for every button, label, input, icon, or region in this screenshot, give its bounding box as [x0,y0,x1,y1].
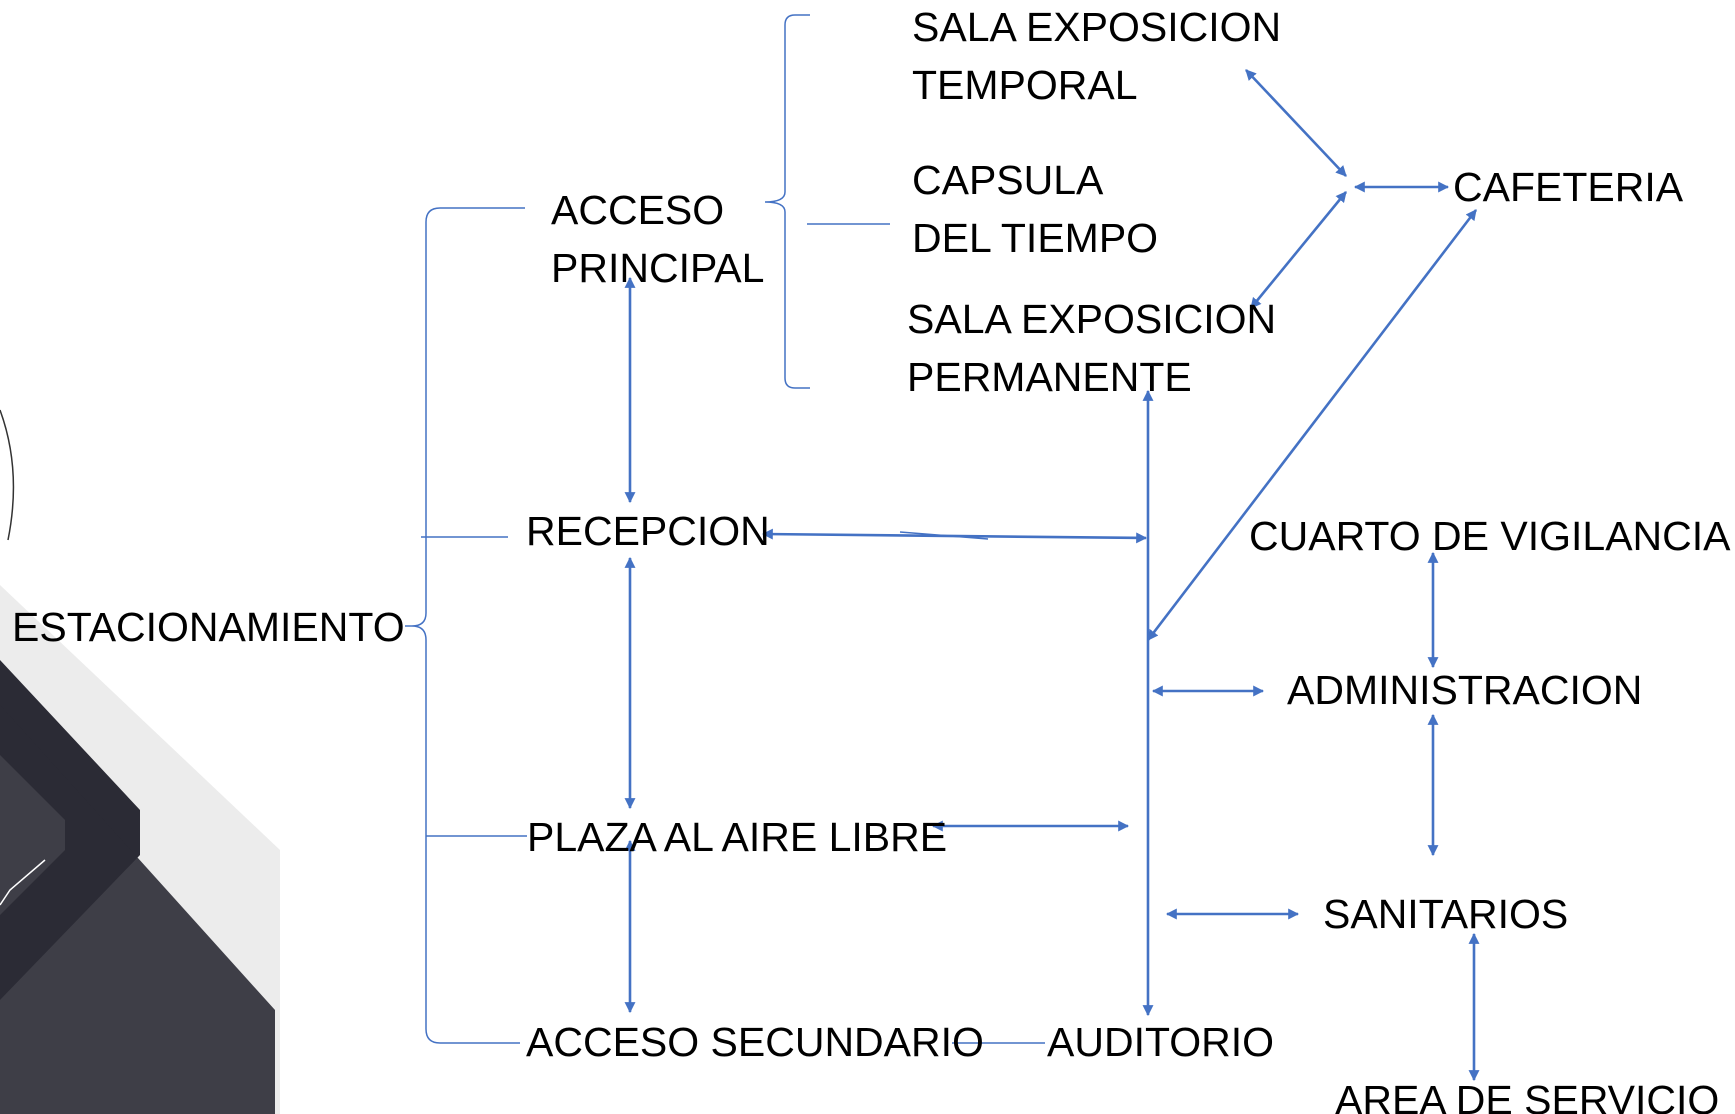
arrow-axis-cafeteria [1146,209,1478,641]
node-capsula-del-tiempo: CAPSULA DEL TIEMPO [912,151,1158,267]
node-auditorio: AUDITORIO [1047,1019,1275,1065]
node-sala-exposicion-temporal: SALA EXPOSICION TEMPORAL [912,0,1281,114]
estacionamiento-bracket [411,207,525,1044]
node-acceso-principal: ACCESO PRINCIPAL [551,181,764,297]
node-capsula-line2: DEL TIEMPO [912,215,1159,261]
arrow-temporal-hub [1245,69,1347,177]
node-sala-exposicion-permanente-line1: SALA EXPOSICION [907,296,1277,342]
acceso-principal-bracket [764,14,810,389]
node-acceso-principal-line1: ACCESO [551,187,725,233]
node-administracion: ADMINISTRACION [1287,667,1643,713]
decor-arc [0,409,15,541]
decor-dark-slab [0,705,275,1114]
node-sala-exposicion-temporal-line1: SALA EXPOSICION [912,4,1282,50]
node-capsula-line1: CAPSULA [912,157,1104,203]
node-sanitarios: SANITARIOS [1323,891,1569,937]
arrows [624,69,1480,1082]
node-acceso-secundario: ACCESO SECUNDARIO [526,1019,984,1065]
arrow-permanente-hub [1249,191,1348,309]
decorative-background [0,409,280,1114]
node-recepcion: RECEPCION [526,508,770,554]
node-cuarto-de-vigilancia: CUARTO DE VIGILANCIA [1249,513,1731,559]
node-sala-exposicion-permanente: SALA EXPOSICION PERMANENTE [907,290,1276,406]
node-area-de-servicio: AREA DE SERVICIO [1335,1077,1720,1114]
node-sala-exposicion-temporal-line2: TEMPORAL [912,62,1138,108]
node-acceso-principal-line2: PRINCIPAL [551,245,765,291]
node-plaza-al-aire-libre: PLAZA AL AIRE LIBRE [527,814,948,860]
node-estacionamiento: ESTACIONAMIENTO [12,604,405,650]
node-cafeteria: CAFETERIA [1453,164,1684,210]
node-sala-exposicion-permanente-line2: PERMANENTE [907,354,1192,400]
decor-thin-line [0,859,46,906]
arrow-recepcion-auditorio-axis [761,528,1148,544]
